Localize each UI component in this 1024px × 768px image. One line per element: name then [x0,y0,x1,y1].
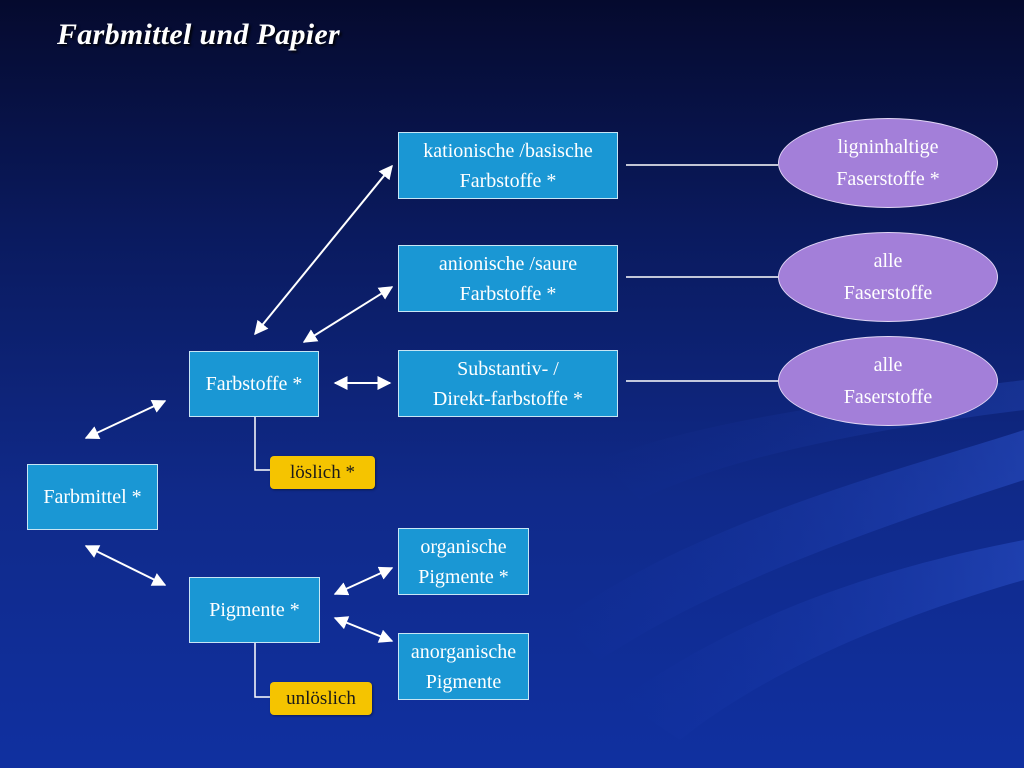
node-anionische-line2: Farbstoffe * [459,282,557,305]
node-anionische-line1: anionische /saure [438,252,578,275]
oval-ligninhaltige-line1: ligninhaltige [837,136,939,158]
oval-alle2-line1: alle [873,354,903,376]
oval-alle-faserstoffe-2: alle Faserstoffe [778,336,998,426]
node-kationische-line2: Farbstoffe * [459,169,557,192]
node-anionische: anionische /saure Farbstoffe * [398,245,618,312]
tag-unloeslich-label: unlöslich [286,687,356,709]
tag-loeslich: löslich * [270,456,375,489]
slide-title: Farbmittel und Papier [57,18,340,51]
oval-alle1-line2: Faserstoffe [843,282,933,304]
node-pigmente-label: Pigmente * [209,599,300,621]
node-substantiv-line1: Substantiv- / [457,357,559,380]
node-farbstoffe-label: Farbstoffe * [205,373,303,395]
node-substantiv: Substantiv- / Direkt-farbstoffe * [398,350,618,417]
tag-unloeslich: unlöslich [270,682,372,715]
oval-ligninhaltige: ligninhaltige Faserstoffe * [778,118,998,208]
oval-ligninhaltige-line2: Faserstoffe * [836,168,940,190]
oval-alle1-line1: alle [873,250,903,272]
node-organische-line1: organische [420,535,507,558]
node-anorganische-line1: anorganische [410,640,517,663]
node-pigmente: Pigmente * [189,577,320,643]
tag-loeslich-label: löslich * [290,461,355,483]
node-anorganische-line2: Pigmente [425,670,502,693]
node-anorganische: anorganische Pigmente [398,633,529,700]
node-farbmittel: Farbmittel * [27,464,158,530]
node-kationische-line1: kationische /basische [423,139,593,162]
node-farbmittel-label: Farbmittel * [43,486,142,508]
node-farbstoffe: Farbstoffe * [189,351,319,417]
node-kationische: kationische /basische Farbstoffe * [398,132,618,199]
oval-alle2-line2: Faserstoffe [843,386,933,408]
node-substantiv-line2: Direkt-farbstoffe * [432,387,584,410]
node-organische: organische Pigmente * [398,528,529,595]
oval-alle-faserstoffe-1: alle Faserstoffe [778,232,998,322]
node-organische-line2: Pigmente * [418,565,509,588]
